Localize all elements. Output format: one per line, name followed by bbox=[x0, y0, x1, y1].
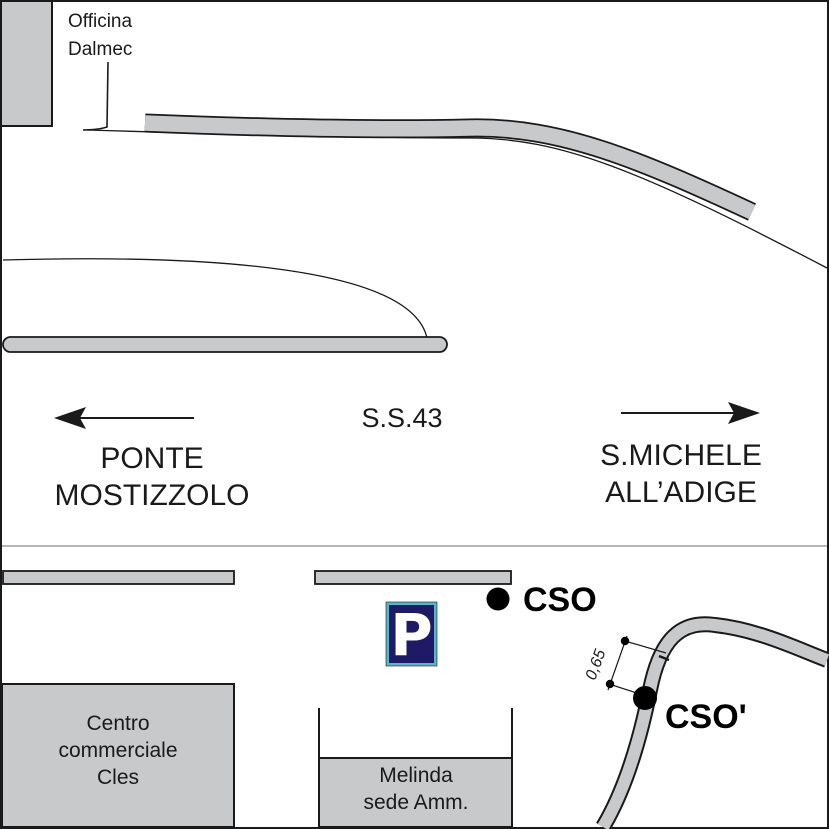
arrow-right-icon bbox=[621, 402, 760, 424]
melinda-label-line2: sede Amm. bbox=[363, 791, 468, 814]
workshop-building bbox=[0, 0, 53, 127]
east-destination-line2: ALL’ADIGE bbox=[605, 476, 757, 509]
cso-prime-point-marker bbox=[633, 686, 657, 710]
road-name-label: S.S.43 bbox=[361, 403, 442, 433]
curb-left bbox=[2, 570, 235, 585]
cso-point-marker bbox=[486, 587, 510, 611]
parking-sign-icon: P bbox=[385, 601, 438, 669]
shopping-center-building bbox=[1, 683, 235, 828]
median-barrier bbox=[2, 336, 448, 353]
workshop-label-line2: Dalmec bbox=[68, 39, 132, 60]
curb-center bbox=[314, 570, 512, 585]
west-destination-line2: MOSTIZZOLO bbox=[55, 479, 250, 512]
cso-prime-point-label: CSO' bbox=[665, 698, 747, 736]
melinda-label-line1: Melinda bbox=[379, 764, 453, 787]
melinda-building bbox=[318, 757, 513, 828]
workshop-label-line1: Officina bbox=[68, 11, 133, 32]
shopping-center-label-line3: Cles bbox=[97, 766, 139, 789]
parking-letter: P bbox=[390, 601, 433, 669]
upper-divider bbox=[144, 115, 756, 220]
side-road-marker bbox=[658, 654, 670, 662]
cso-point-label: CSO bbox=[523, 581, 597, 619]
west-destination-line1: PONTE bbox=[100, 442, 203, 475]
east-destination-line1: S.MICHELE bbox=[600, 439, 762, 472]
distance-label: 0,65 bbox=[583, 647, 610, 682]
shopping-center-label-line1: Centro bbox=[86, 712, 149, 735]
arrow-left-icon bbox=[54, 407, 194, 429]
ramp-curve bbox=[2, 258, 428, 339]
workshop-leader-line bbox=[82, 61, 109, 131]
side-road bbox=[597, 618, 829, 829]
shopping-center-label-line2: commerciale bbox=[58, 739, 177, 762]
